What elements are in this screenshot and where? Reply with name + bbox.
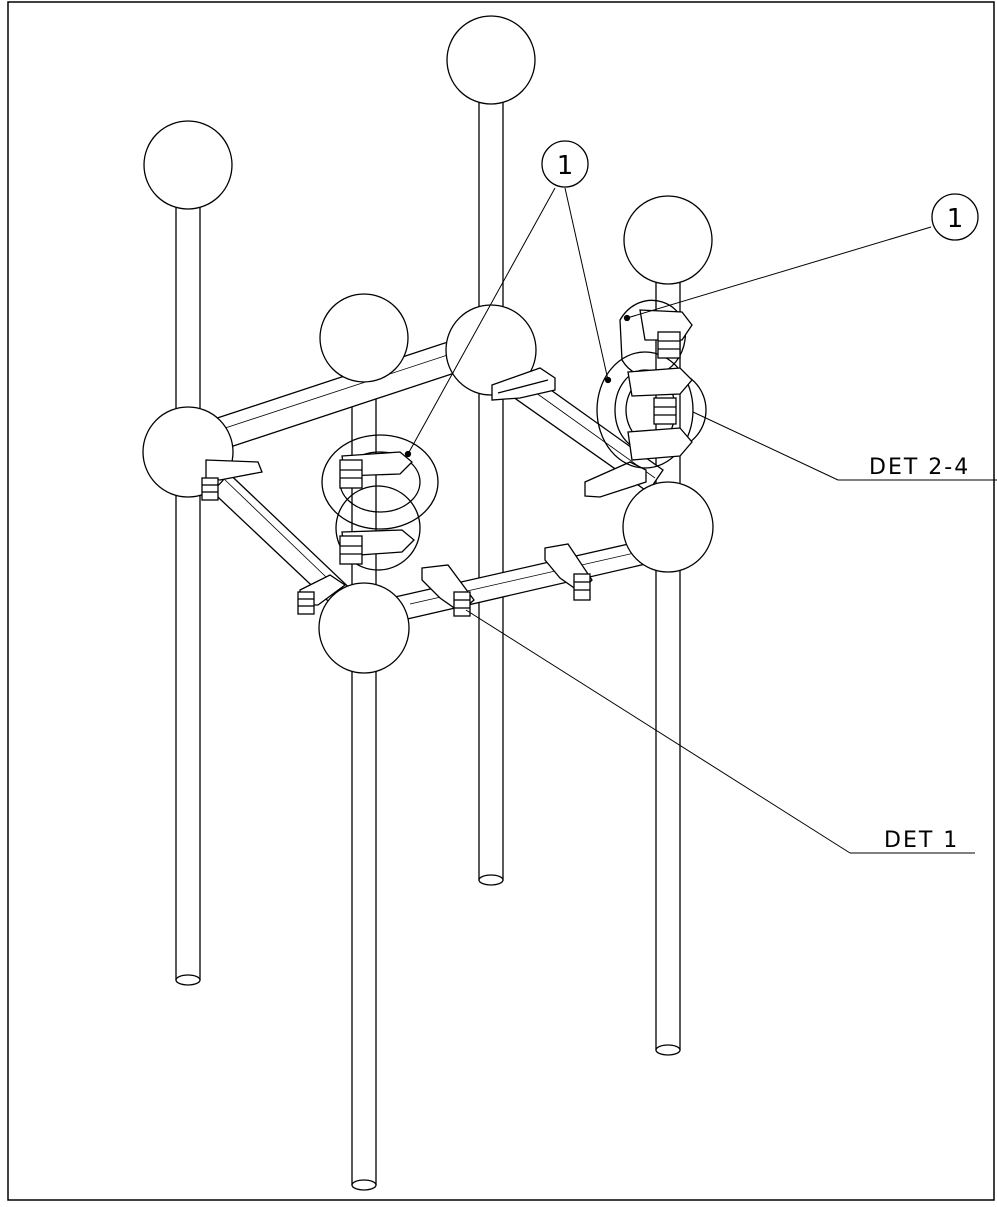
clamp-front-left — [297, 574, 347, 615]
top-ball-front — [319, 293, 409, 383]
clamp-back-right — [491, 367, 556, 401]
clamp-ring-front — [321, 434, 439, 571]
leader-det-2-4 — [692, 411, 839, 481]
post-back — [478, 84, 504, 886]
junction-ball-left — [142, 406, 234, 498]
detail-label-upper: DET 2-4 — [869, 455, 970, 480]
item-balloon-right-text: 1 — [947, 204, 964, 234]
clamp-ring-right — [596, 299, 707, 469]
item-balloon-left-text: 1 — [557, 151, 574, 181]
top-ball-back — [446, 15, 536, 105]
top-ball-right — [623, 195, 713, 285]
leader-balloon-left-2 — [564, 187, 609, 381]
clamp-right-lower — [584, 461, 647, 498]
leader-balloon-left — [407, 187, 556, 455]
leader-balloon-right — [626, 226, 932, 319]
clamp-front-right — [544, 543, 593, 601]
top-ball-left — [143, 120, 233, 210]
junction-ball-right — [622, 481, 714, 573]
sheet-border — [7, 1, 995, 1201]
item-balloon-right: 1 — [931, 193, 979, 241]
item-balloon-left: 1 — [541, 140, 589, 188]
leader-det-1 — [465, 609, 851, 854]
clamp-left — [201, 459, 263, 501]
junction-ball-front — [318, 582, 410, 674]
detail-label-lower: DET 1 — [884, 828, 959, 853]
junction-ball-back — [445, 304, 537, 396]
post-left — [175, 199, 201, 986]
